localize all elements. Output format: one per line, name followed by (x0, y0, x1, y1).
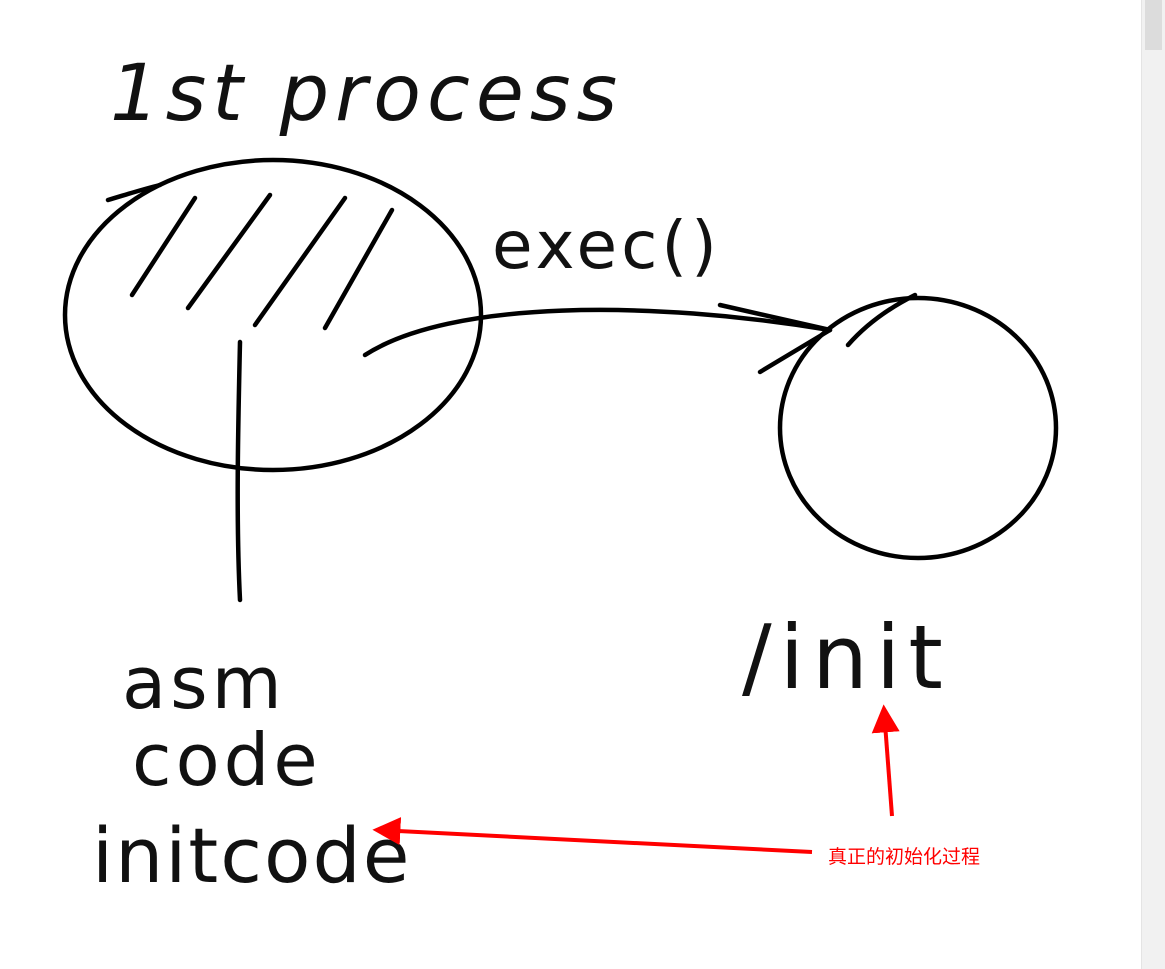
annotation-arrow-to-init (871, 704, 900, 817)
caption-code: code (132, 718, 322, 802)
hatch-lines (105, 182, 395, 331)
annotation-text: 真正的初始化过程 (828, 846, 980, 868)
annotation-arrow-to-initcode (372, 817, 813, 854)
scrollbar-thumb[interactable] (1145, 0, 1162, 50)
exec-arrow-curve (362, 307, 833, 358)
title-label: 1st process (110, 49, 623, 139)
caption-asm: asm (122, 641, 286, 725)
init-circle-overstroke (845, 292, 918, 348)
init-label: /init (742, 606, 951, 709)
caption-initcode: initcode (92, 811, 411, 900)
exec-label: exec() (492, 207, 721, 284)
first-process-ellipse (62, 157, 484, 473)
vertical-connector (235, 339, 243, 603)
init-circle (777, 295, 1059, 561)
vertical-scrollbar[interactable] (1141, 0, 1165, 969)
